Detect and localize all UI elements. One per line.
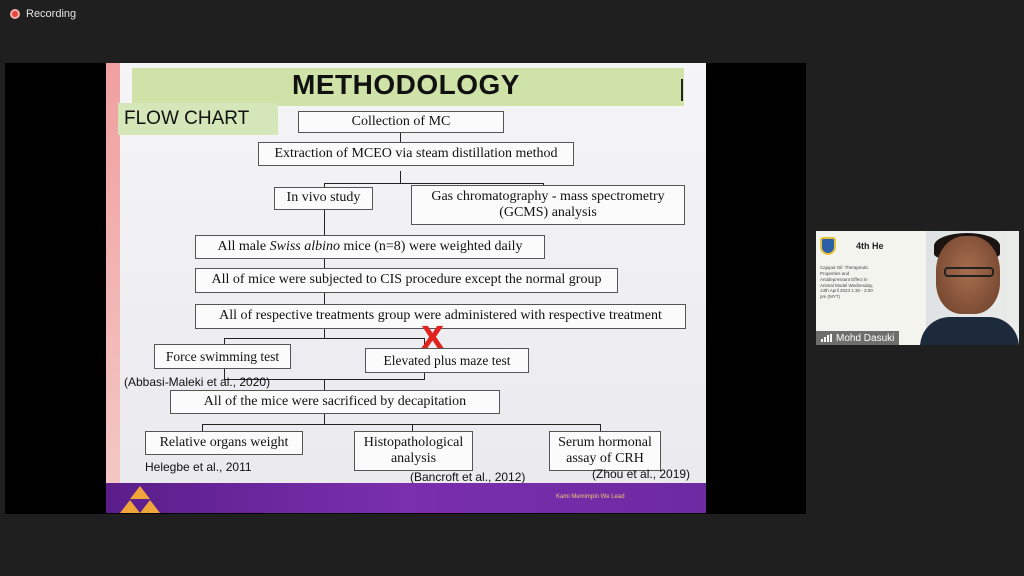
citation-zhou: (Zhou et al., 2019) (592, 467, 691, 481)
footer-motto: Kami Memimpin We Lead (556, 494, 625, 500)
participant-name-tag: Mohd Dasuki (816, 331, 900, 345)
step-extraction: Extraction of MCEO via steam distillatio… (258, 142, 574, 166)
connector-line (424, 338, 425, 348)
connector-line (400, 171, 401, 183)
connector-line (224, 338, 424, 339)
slide-footer (106, 483, 706, 513)
connector-line (412, 424, 413, 431)
step-cis: All of mice were subjected to CIS proced… (195, 268, 618, 293)
university-crest-icon (820, 237, 836, 255)
title-divider (681, 79, 683, 101)
participant-body (920, 317, 1019, 345)
connector-line (600, 424, 601, 431)
step-organs-weight: Relative organs weight (145, 431, 303, 455)
connector-line (324, 329, 325, 338)
step-collection: Collection of MC (298, 111, 504, 133)
connector-line (324, 183, 543, 184)
poster-details: Cajuput Oil: Therapeutic Properties and … (820, 265, 874, 300)
step-serum-assay: Serum hormonal assay of CRH (549, 431, 661, 471)
recording-label: Recording (26, 8, 77, 20)
university-triangle-logo-icon (120, 486, 160, 513)
connector-line (202, 424, 203, 431)
connector-line (324, 210, 325, 235)
step-histopathology: Histopathological analysis (354, 431, 473, 471)
participant-name: Mohd Dasuki (836, 332, 895, 344)
step-weighted: All male Swiss albino mice (n=8) were we… (195, 235, 545, 259)
connector-line (324, 183, 325, 187)
step-gcms: Gas chromatography - mass spectrometry (… (411, 185, 685, 225)
step-elevated-maze: Elevated plus maze test (365, 348, 529, 373)
step-force-swimming: Force swimming test (154, 344, 291, 369)
strike-mark: X (421, 321, 445, 356)
presentation-slide: METHODOLOGY FLOW CHART Collection of MC … (106, 63, 706, 513)
participant-glasses (944, 267, 994, 277)
connector-line (424, 373, 425, 380)
connector-line (224, 369, 225, 379)
step-treatment: All of respective treatments group were … (195, 304, 686, 329)
connector-line (202, 424, 600, 425)
citation-bancroft: (Bancroft et al., 2012) (410, 470, 526, 484)
connector-line (324, 379, 325, 390)
step-sacrificed: All of the mice were sacrificed by decap… (170, 390, 500, 414)
connector-line (324, 259, 325, 268)
slide-left-strip (106, 63, 120, 483)
citation-helegbe: Helegbe et al., 2011 (145, 460, 252, 474)
connector-line (324, 414, 325, 424)
poster-title-left: 4th He (856, 241, 884, 251)
citation-abbasi: (Abbasi-Maleki et al., 2020) (124, 375, 271, 389)
title-band (132, 68, 684, 106)
recording-dot-icon (10, 9, 20, 19)
slide-title: METHODOLOGY (292, 69, 520, 100)
step-in-vivo: In vivo study (274, 187, 373, 210)
signal-strength-icon (821, 334, 832, 342)
flow-chart-label: FLOW CHART (118, 103, 278, 135)
recording-indicator: Recording (10, 8, 76, 20)
participant-video-tile[interactable]: 4th He binar Cajuput Oil: Therapeutic Pr… (816, 231, 1019, 345)
connector-line (324, 293, 325, 304)
connector-line (224, 338, 225, 344)
